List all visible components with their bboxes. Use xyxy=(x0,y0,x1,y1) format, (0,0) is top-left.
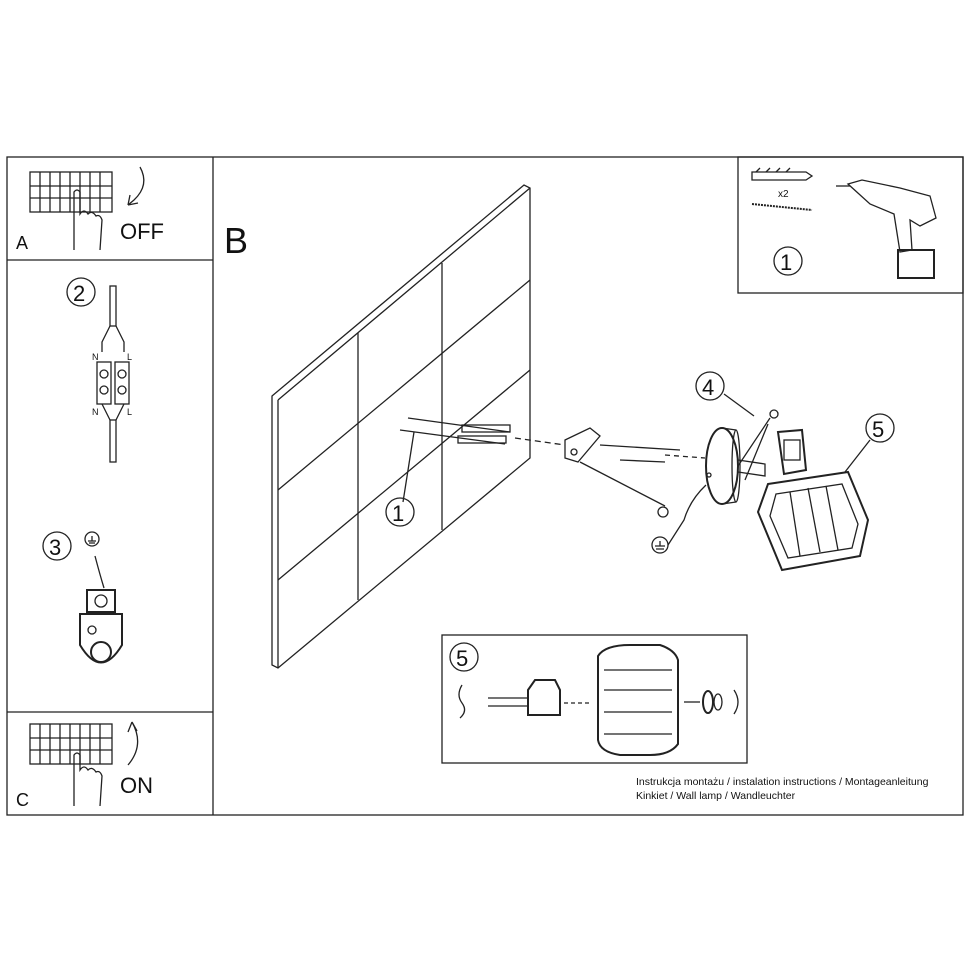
step-1-number: 1 xyxy=(780,250,792,275)
screw-icon xyxy=(751,203,813,211)
detail-5-box xyxy=(441,634,748,764)
hand-icon xyxy=(73,189,103,251)
tools-box xyxy=(737,156,964,294)
tools-illustration: x2 1 xyxy=(751,167,937,279)
ground-bracket xyxy=(79,613,123,664)
step-3-ground: 3 xyxy=(42,531,123,664)
footer-title: Instrukcja montażu / instalation instruc… xyxy=(636,776,929,788)
breaker-panel-icon xyxy=(29,171,113,213)
quantity-label: x2 xyxy=(778,189,789,200)
drill-icon xyxy=(846,179,937,253)
arrow-down-icon xyxy=(127,166,145,206)
step-5-callout: 5 xyxy=(872,417,884,442)
footer-subtitle: Kinkiet / Wall lamp / Wandleuchter xyxy=(636,790,796,802)
live-label-top: L xyxy=(127,352,132,362)
detail-5-assembly: 5 xyxy=(449,642,739,756)
lamp-shade: 5 xyxy=(756,413,895,572)
step-1-callout: 1 xyxy=(392,501,404,526)
wall-bracket xyxy=(564,427,706,507)
neutral-label-top: N xyxy=(92,352,99,362)
arrow-up-icon xyxy=(127,721,139,766)
ground-symbol-icon xyxy=(84,531,100,547)
wall-plug-icon xyxy=(751,171,814,181)
breaker-panel-icon xyxy=(29,723,113,765)
panel-a-letter: A xyxy=(16,233,28,253)
step-4-callout: 4 xyxy=(702,375,714,400)
panel-c-switch-on: ON C xyxy=(16,721,153,810)
step-5-number: 5 xyxy=(456,646,468,671)
wall-fixings: 1 xyxy=(385,417,566,527)
outer-frame xyxy=(6,156,964,816)
step-2-wiring: 2 N L N L xyxy=(66,277,132,463)
panel-b-letter: B xyxy=(224,220,248,261)
off-label: OFF xyxy=(120,219,164,244)
ground-symbol-icon xyxy=(651,536,669,554)
lamp-canopy: 4 xyxy=(651,371,779,554)
neutral-label-bottom: N xyxy=(92,407,99,417)
on-label: ON xyxy=(120,773,153,798)
hand-icon xyxy=(73,752,103,807)
wall-tiles xyxy=(271,184,531,669)
live-label-bottom: L xyxy=(127,407,132,417)
panel-c-letter: C xyxy=(16,790,29,810)
step-2-number: 2 xyxy=(73,281,85,306)
panel-a-switch-off: OFF A xyxy=(16,166,164,253)
step-3-number: 3 xyxy=(49,535,61,560)
